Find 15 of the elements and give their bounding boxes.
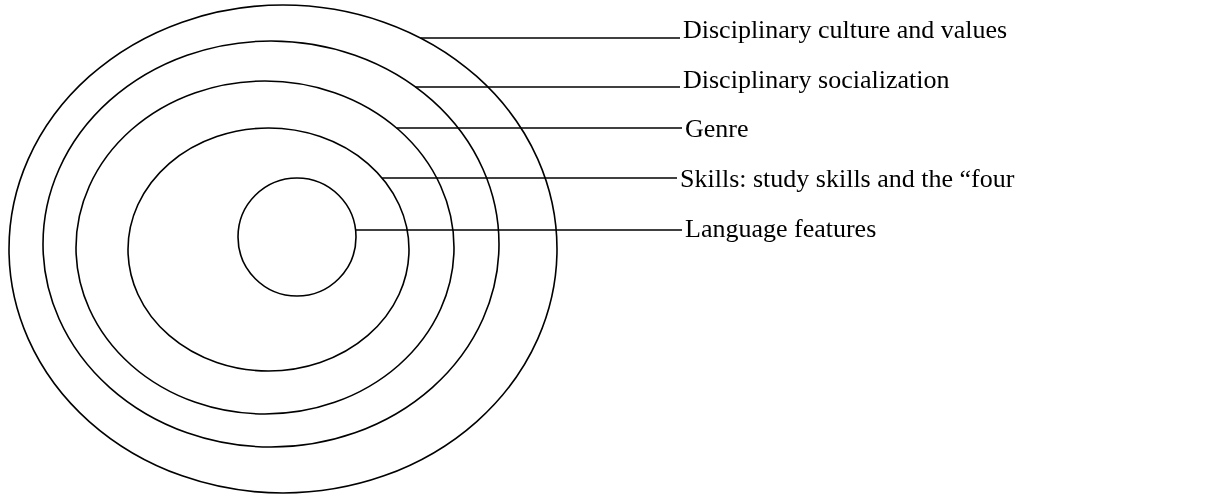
layer-label: Skills: study skills and the “four bbox=[680, 164, 1015, 194]
layer-label: Language features bbox=[685, 214, 877, 244]
ellipse-ring bbox=[127, 127, 410, 372]
ellipse-ring bbox=[8, 4, 558, 494]
leader-line bbox=[354, 229, 683, 231]
leader-line bbox=[395, 127, 683, 129]
circle-ring bbox=[237, 177, 357, 297]
layer-label: Genre bbox=[685, 114, 749, 144]
leader-line bbox=[419, 37, 681, 39]
layer-label: Disciplinary socialization bbox=[683, 65, 950, 95]
ellipse-ring bbox=[42, 40, 500, 448]
leader-line bbox=[381, 177, 678, 179]
layer-label: Disciplinary culture and values bbox=[683, 15, 1008, 45]
leader-line bbox=[414, 86, 681, 88]
ellipse-ring bbox=[75, 80, 455, 415]
